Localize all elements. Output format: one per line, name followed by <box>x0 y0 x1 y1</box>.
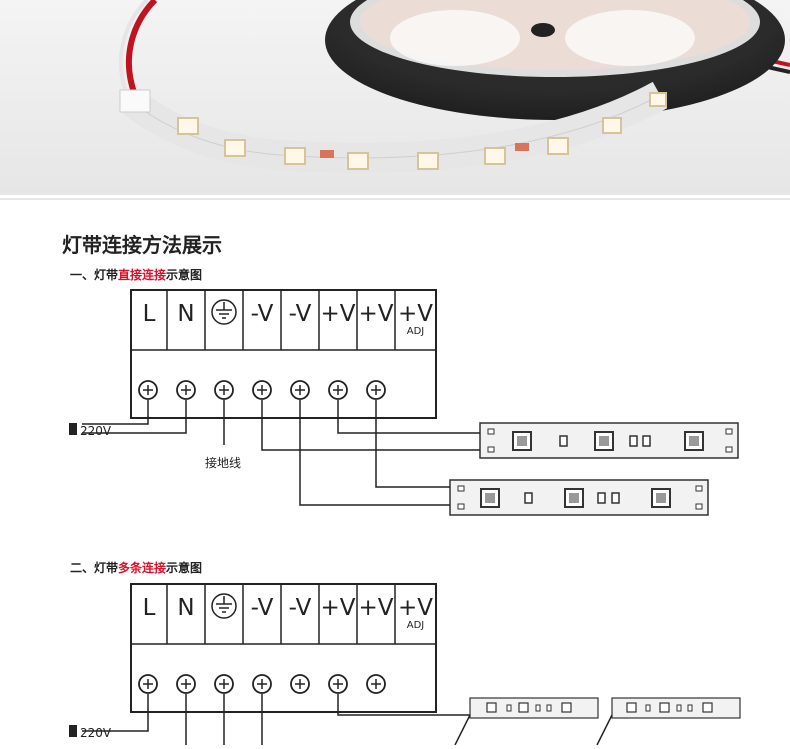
screw-terminal-icon <box>176 674 196 694</box>
led-strip-3 <box>469 697 599 719</box>
adj-label: ADJ <box>407 326 425 337</box>
screw-terminal-icon <box>214 674 234 694</box>
wiring-diagram: 灯带连接方法展示 一、灯带直接连接示意图 <box>0 195 790 746</box>
terminal-label: N <box>177 301 194 327</box>
screw-terminal-icon <box>366 380 386 400</box>
screw-terminal-icon <box>176 380 196 400</box>
screw-terminal-icon <box>290 380 310 400</box>
screw-terminal-icon <box>328 674 348 694</box>
plug-icon <box>69 423 77 435</box>
screw-terminal-icon <box>138 674 158 694</box>
terminal-label: +V <box>398 595 433 621</box>
screw-terminal-icon <box>328 380 348 400</box>
led-strip-2 <box>449 479 709 516</box>
section-2-heading: 二、灯带多条连接示意图 <box>70 560 202 575</box>
terminal-label: +V <box>358 301 393 327</box>
diagram-title: 灯带连接方法展示 <box>62 233 222 257</box>
input-voltage-label: 220V <box>80 424 112 438</box>
terminal-label: +V <box>320 301 355 327</box>
screw-terminal-icon <box>138 380 158 400</box>
terminal-label: N <box>177 595 194 621</box>
ground-wire-label: 接地线 <box>205 455 241 470</box>
terminal-label: +V <box>398 301 433 327</box>
terminal-label: -V <box>289 595 312 621</box>
ground-icon <box>211 299 237 325</box>
terminal-label: L <box>143 301 156 327</box>
screw-terminal-icon <box>252 674 272 694</box>
led-strip-1 <box>479 422 739 459</box>
section-1-heading: 一、灯带直接连接示意图 <box>70 267 202 282</box>
screw-terminal-icon <box>252 380 272 400</box>
screw-terminal-icon <box>214 380 234 400</box>
ground-icon <box>211 593 237 619</box>
terminal-label: +V <box>358 595 393 621</box>
terminal-label: L <box>143 595 156 621</box>
led-strip-photo <box>0 0 790 195</box>
wires-1 <box>82 400 480 506</box>
screw-terminal-icon <box>366 674 386 694</box>
led-strip-4 <box>611 697 741 719</box>
screw-terminal-icon <box>290 674 310 694</box>
terminal-label: -V <box>251 301 274 327</box>
input-voltage-label-2: 220V <box>80 726 112 740</box>
terminal-label: -V <box>289 301 312 327</box>
terminal-label: -V <box>251 595 274 621</box>
terminal-label: +V <box>320 595 355 621</box>
plug-icon-2 <box>69 725 77 737</box>
adj-label: ADJ <box>407 620 425 631</box>
wires-2 <box>82 694 613 746</box>
